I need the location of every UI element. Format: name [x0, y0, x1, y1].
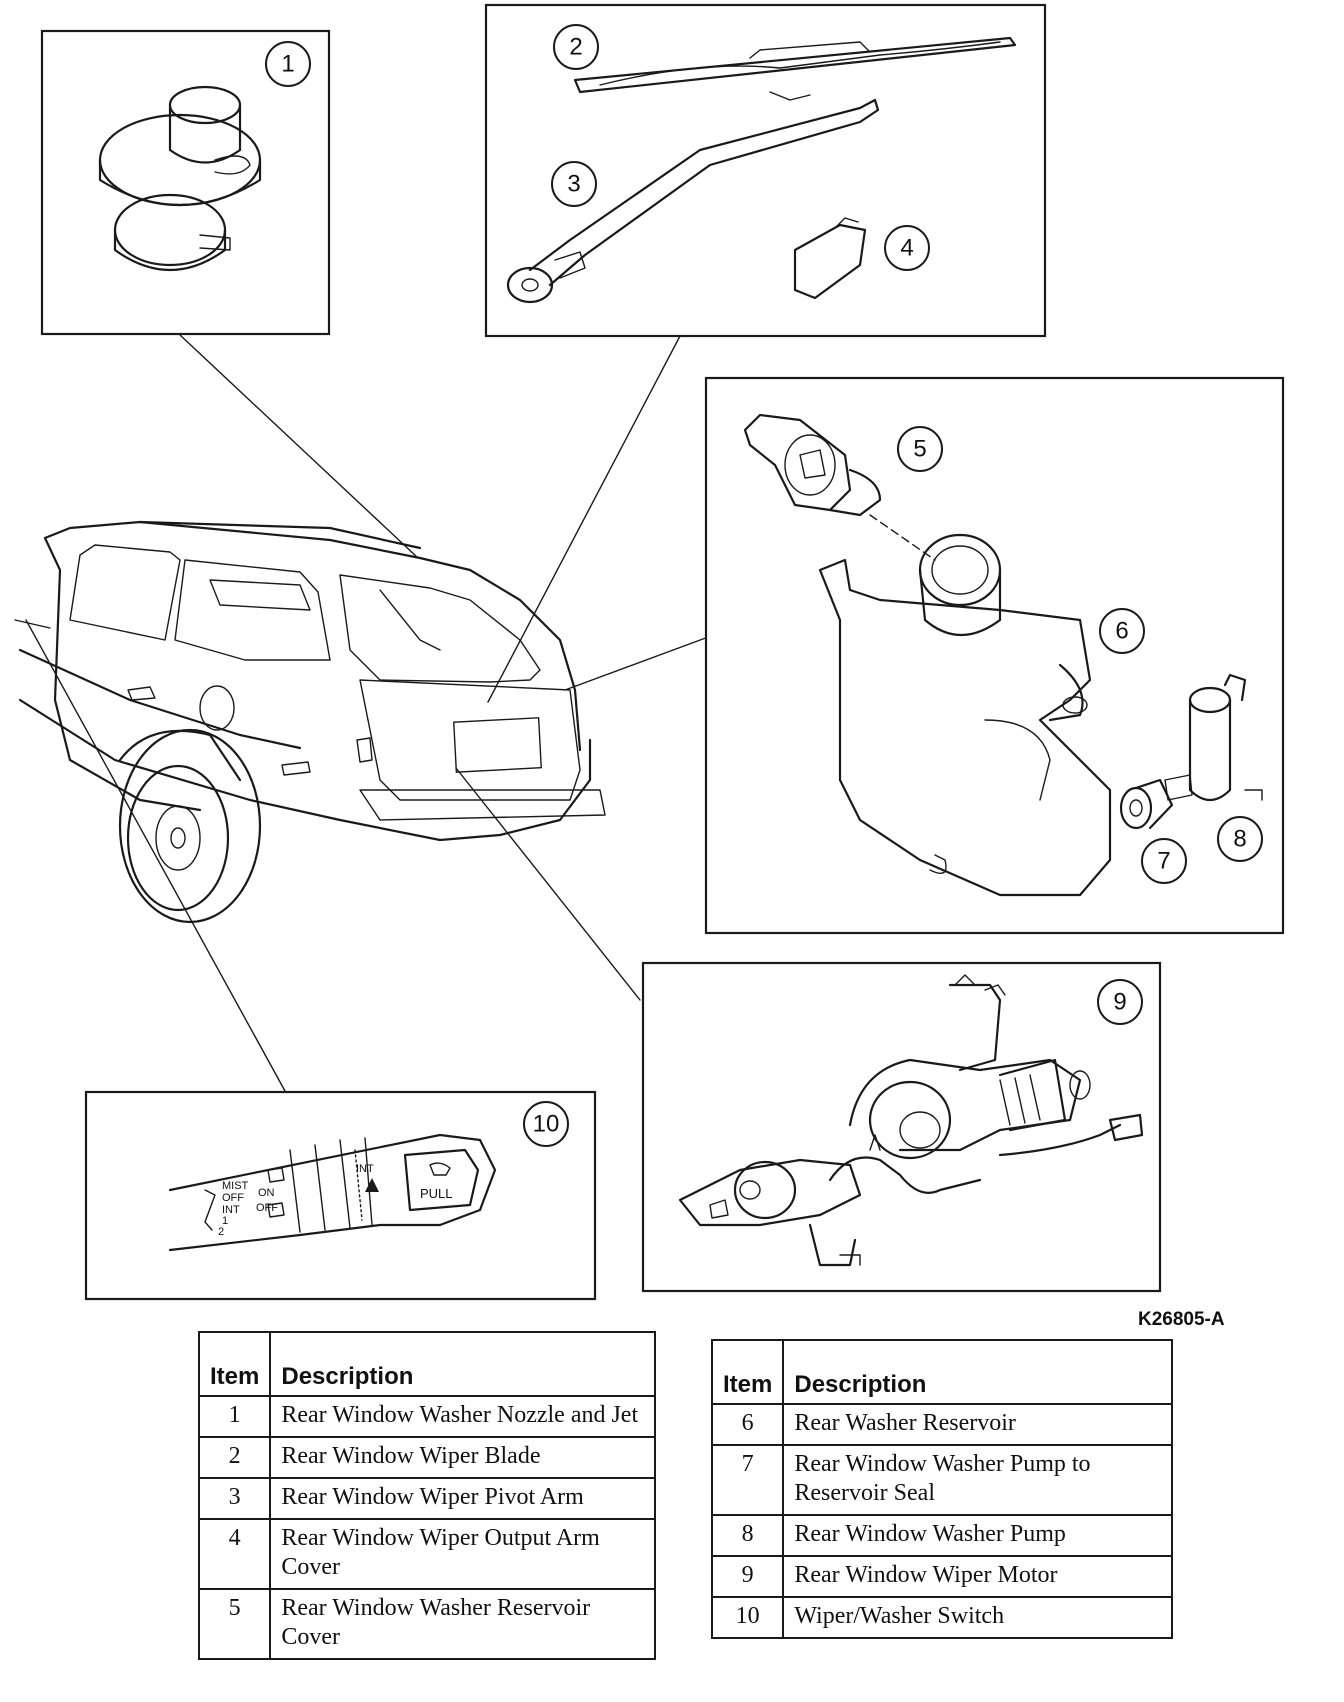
table-row: 2 Rear Window Wiper Blade — [197, 1436, 656, 1479]
legend-item-number: 1 — [197, 1395, 272, 1438]
switch-label-mist: MIST — [222, 1180, 249, 1192]
table-row: 5 Rear Window Washer Reservoir Cover — [197, 1588, 656, 1660]
switch-label-pull: PULL — [420, 1186, 453, 1201]
switch-label-on: ON — [258, 1187, 275, 1199]
legend-table-items-1-5: Item Description 1 Rear Window Washer No… — [197, 1331, 656, 1660]
table-row: 10 Wiper/Washer Switch — [710, 1596, 1173, 1639]
panel-nozzle-and-jet: 1 — [40, 29, 331, 336]
leader-line-1 — [179, 334, 419, 559]
legend-item-number: 8 — [710, 1514, 785, 1557]
legend-header-row: Item Description — [197, 1331, 656, 1397]
legend-item-description: Rear Window Washer Pump to Reservoir Sea… — [782, 1444, 1173, 1516]
int-arrow-icon — [365, 1178, 379, 1192]
switch-label-off: OFF — [222, 1192, 244, 1204]
station-wagon-illustration — [14, 520, 606, 924]
legend-item-number: 4 — [197, 1518, 272, 1590]
legend-item-number: 9 — [710, 1555, 785, 1598]
callout-1: 1 — [281, 51, 294, 78]
leader-line-3 — [564, 635, 712, 691]
legend-header-row: Item Description — [710, 1339, 1173, 1405]
legend-item-number: 10 — [710, 1596, 785, 1639]
legend-item-number: 6 — [710, 1403, 785, 1446]
leader-line-4 — [455, 767, 641, 1001]
legend-table-items-6-10: Item Description 6 Rear Washer Reservoir… — [710, 1339, 1173, 1639]
legend-item-description: Rear Window Washer Reservoir Cover — [269, 1588, 656, 1660]
legend-header-description: Description — [269, 1331, 656, 1397]
figure-code: K26805-A — [1138, 1309, 1225, 1330]
panel-washer-reservoir: 5 6 7 8 — [704, 376, 1285, 935]
callout-8: 8 — [1233, 826, 1246, 853]
legend-header-description: Description — [782, 1339, 1173, 1405]
legend-item-description: Rear Window Wiper Motor — [782, 1555, 1173, 1598]
switch-label-int: INT — [222, 1204, 240, 1216]
legend-item-description: Rear Window Washer Nozzle and Jet — [269, 1395, 656, 1438]
table-row: 7 Rear Window Washer Pump to Reservoir S… — [710, 1444, 1173, 1516]
switch-label-int-ring: INT — [356, 1163, 374, 1175]
panel-wiper-motor: 9 — [641, 961, 1162, 1293]
leader-lines — [25, 334, 712, 1092]
callout-6: 6 — [1115, 618, 1128, 645]
leader-line-5 — [25, 619, 286, 1092]
callout-2: 2 — [569, 34, 582, 61]
leader-line-2 — [487, 335, 681, 703]
switch-label-off-rear: OFF — [256, 1202, 278, 1214]
legend-item-number: 7 — [710, 1444, 785, 1516]
legend-item-description: Rear Window Wiper Output Arm Cover — [269, 1518, 656, 1590]
legend-header-item: Item — [197, 1331, 272, 1397]
legend-item-description: Rear Washer Reservoir — [782, 1403, 1173, 1446]
panel-wiper-blade-arm: 2 3 4 — [484, 3, 1047, 338]
legend-item-description: Wiper/Washer Switch — [782, 1596, 1173, 1639]
switch-label-2: 2 — [218, 1226, 224, 1238]
callout-4: 4 — [900, 235, 913, 262]
panel-wiper-washer-switch: MIST OFF INT 1 2 ON OFF INT PULL 10 — [84, 1090, 597, 1301]
table-row: 3 Rear Window Wiper Pivot Arm — [197, 1477, 656, 1520]
legend-item-description: Rear Window Washer Pump — [782, 1514, 1173, 1557]
legend-item-description: Rear Window Wiper Pivot Arm — [269, 1477, 656, 1520]
legend-item-description: Rear Window Wiper Blade — [269, 1436, 656, 1479]
legend-header-item: Item — [710, 1339, 785, 1405]
table-row: 4 Rear Window Wiper Output Arm Cover — [197, 1518, 656, 1590]
table-row: 6 Rear Washer Reservoir — [710, 1403, 1173, 1446]
table-row: 8 Rear Window Washer Pump — [710, 1514, 1173, 1557]
table-row: 9 Rear Window Wiper Motor — [710, 1555, 1173, 1598]
legend-item-number: 2 — [197, 1436, 272, 1479]
legend-item-number: 5 — [197, 1588, 272, 1660]
callout-3: 3 — [567, 171, 580, 198]
callout-9: 9 — [1113, 989, 1126, 1016]
table-row: 1 Rear Window Washer Nozzle and Jet — [197, 1395, 656, 1438]
callout-5: 5 — [913, 436, 926, 463]
callout-10: 10 — [533, 1111, 560, 1138]
switch-label-1: 1 — [222, 1215, 228, 1227]
legend-item-number: 3 — [197, 1477, 272, 1520]
callout-7: 7 — [1157, 848, 1170, 875]
